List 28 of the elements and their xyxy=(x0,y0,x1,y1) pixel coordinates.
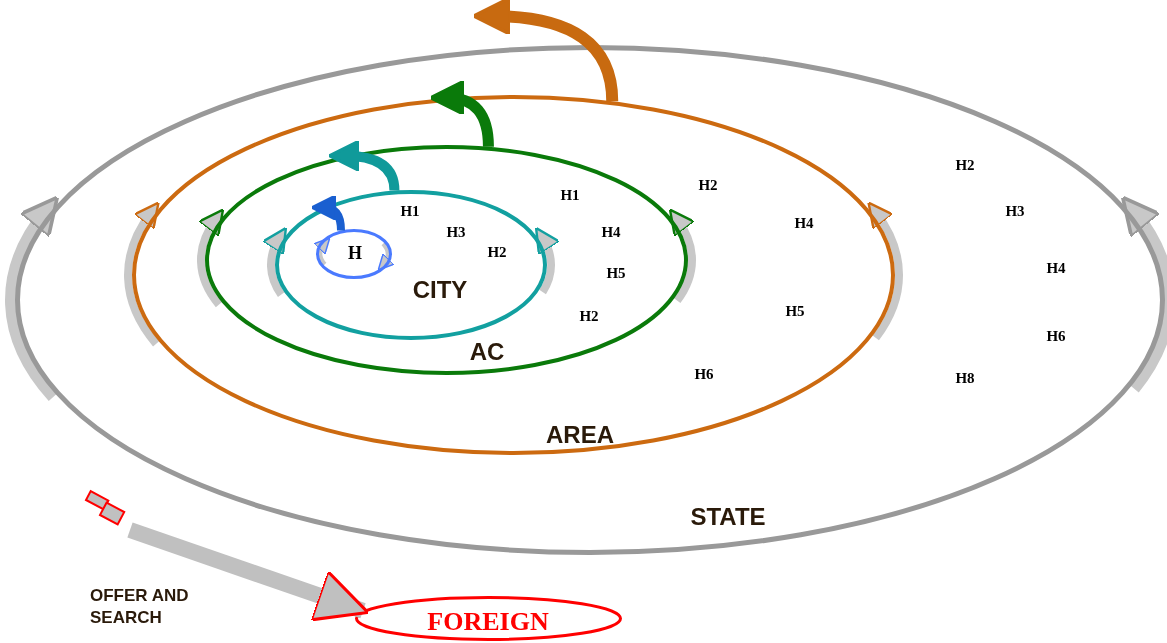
household-label: H5 xyxy=(606,264,626,282)
household-label: H6 xyxy=(694,365,714,383)
region-label: CITY xyxy=(412,276,468,304)
household-label: H3 xyxy=(1005,202,1025,220)
household-label: H2 xyxy=(579,307,599,325)
household-label: H3 xyxy=(446,223,466,241)
ellipse-region xyxy=(275,190,547,340)
household-label: H4 xyxy=(794,214,814,232)
region-label: AREA xyxy=(546,421,614,449)
ellipse-region xyxy=(205,145,688,375)
region-label: AC xyxy=(469,338,505,366)
ellipse-region xyxy=(316,229,392,279)
household-label: H2 xyxy=(698,176,718,194)
household-label: H4 xyxy=(1046,259,1066,277)
household-label: H2 xyxy=(487,243,507,261)
region-label: FOREIGN xyxy=(427,607,549,637)
ellipse-region xyxy=(355,596,622,641)
household-label: H5 xyxy=(785,302,805,320)
household-label: H2 xyxy=(955,156,975,174)
household-label: H1 xyxy=(400,202,420,220)
region-label: STATE xyxy=(690,503,766,531)
ellipse-region xyxy=(15,45,1165,555)
region-label: H xyxy=(348,242,362,264)
household-label: H4 xyxy=(601,223,621,241)
household-label: H8 xyxy=(955,369,975,387)
household-label: H6 xyxy=(1046,327,1066,345)
household-label: H1 xyxy=(560,186,580,204)
ellipse-region xyxy=(132,95,895,455)
